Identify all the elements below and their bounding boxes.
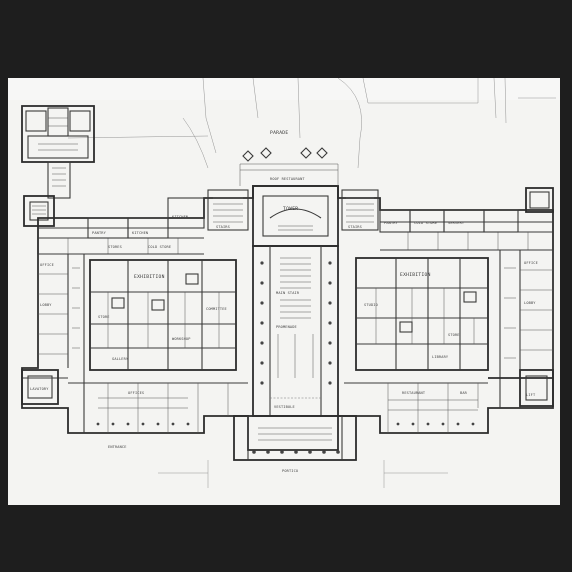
room-labels: PARADE ROOF RESTAURANT STAIRS STAIRS TOW… [30, 130, 538, 473]
label-lift: LIFT [526, 393, 536, 397]
north-east-rooms [379, 187, 554, 233]
label-restaurant: RESTAURANT [402, 391, 426, 395]
label-portico: PORTICO [282, 469, 298, 473]
label-vestibule: VESTIBULE [274, 405, 295, 409]
label-committee: COMMITTEE [206, 307, 227, 311]
label-kitchen: KITCHEN [132, 231, 148, 235]
label-bar: BAR [460, 391, 468, 395]
label-lobby-right: LOBBY [524, 301, 536, 305]
left-exhibition-block [89, 259, 237, 371]
right-exhibition-block [355, 257, 489, 371]
label-stairs-left: STAIRS [216, 225, 230, 229]
label-promenade: PROMENADE [276, 325, 297, 329]
label-stores: STORES [108, 245, 122, 249]
label-exhibition-right: EXHIBITION [400, 272, 431, 278]
label-pantry-right: PANTRY [384, 221, 399, 225]
blueprint-sheet: PARADE ROOF RESTAURANT STAIRS STAIRS TOW… [8, 78, 560, 505]
label-exhibition-left: EXHIBITION [134, 274, 165, 280]
label-library: LIBRARY [432, 355, 449, 359]
label-main-stair: MAIN STAIR [276, 291, 300, 295]
label-servery: SERVERY [448, 221, 465, 225]
north-west-rooms [87, 197, 205, 239]
west-wing-rooms [37, 254, 85, 433]
label-tower: TOWER [283, 206, 298, 212]
entrance-portico [158, 415, 448, 488]
label-entrance: ENTRANCE [108, 445, 127, 449]
label-kitchen-2: KITCHEN [172, 215, 188, 219]
floor-plan-drawing: PARADE ROOF RESTAURANT STAIRS STAIRS TOW… [8, 78, 560, 505]
label-cold-store-right: COLD STORE [414, 221, 437, 225]
label-gallery: GALLERY [112, 357, 129, 361]
label-store-left: STORE [98, 315, 110, 319]
north-west-pavilion [21, 105, 95, 199]
label-parade: PARADE [270, 130, 288, 136]
label-office-right: OFFICE [524, 261, 538, 265]
label-lavatory: LAVATORY [30, 387, 49, 391]
label-cold-store: COLD STORE [148, 245, 171, 249]
central-tower-block [207, 147, 379, 247]
label-studio: STUDIO [364, 303, 378, 307]
south-range [21, 369, 554, 433]
label-office-block: OFFICES [128, 391, 144, 395]
label-workshop: WORKSHOP [172, 337, 191, 341]
label-lobby-left: LOBBY [40, 303, 52, 307]
context-lines [67, 78, 556, 169]
label-store-right: STORE [448, 333, 460, 337]
left-stair-tower [23, 195, 55, 227]
label-office-left: OFFICE [40, 263, 54, 267]
label-roof-restaurant: ROOF RESTAURANT [270, 177, 305, 181]
label-stairs-right: STAIRS [348, 225, 362, 229]
label-pantry: PANTRY [92, 231, 107, 235]
